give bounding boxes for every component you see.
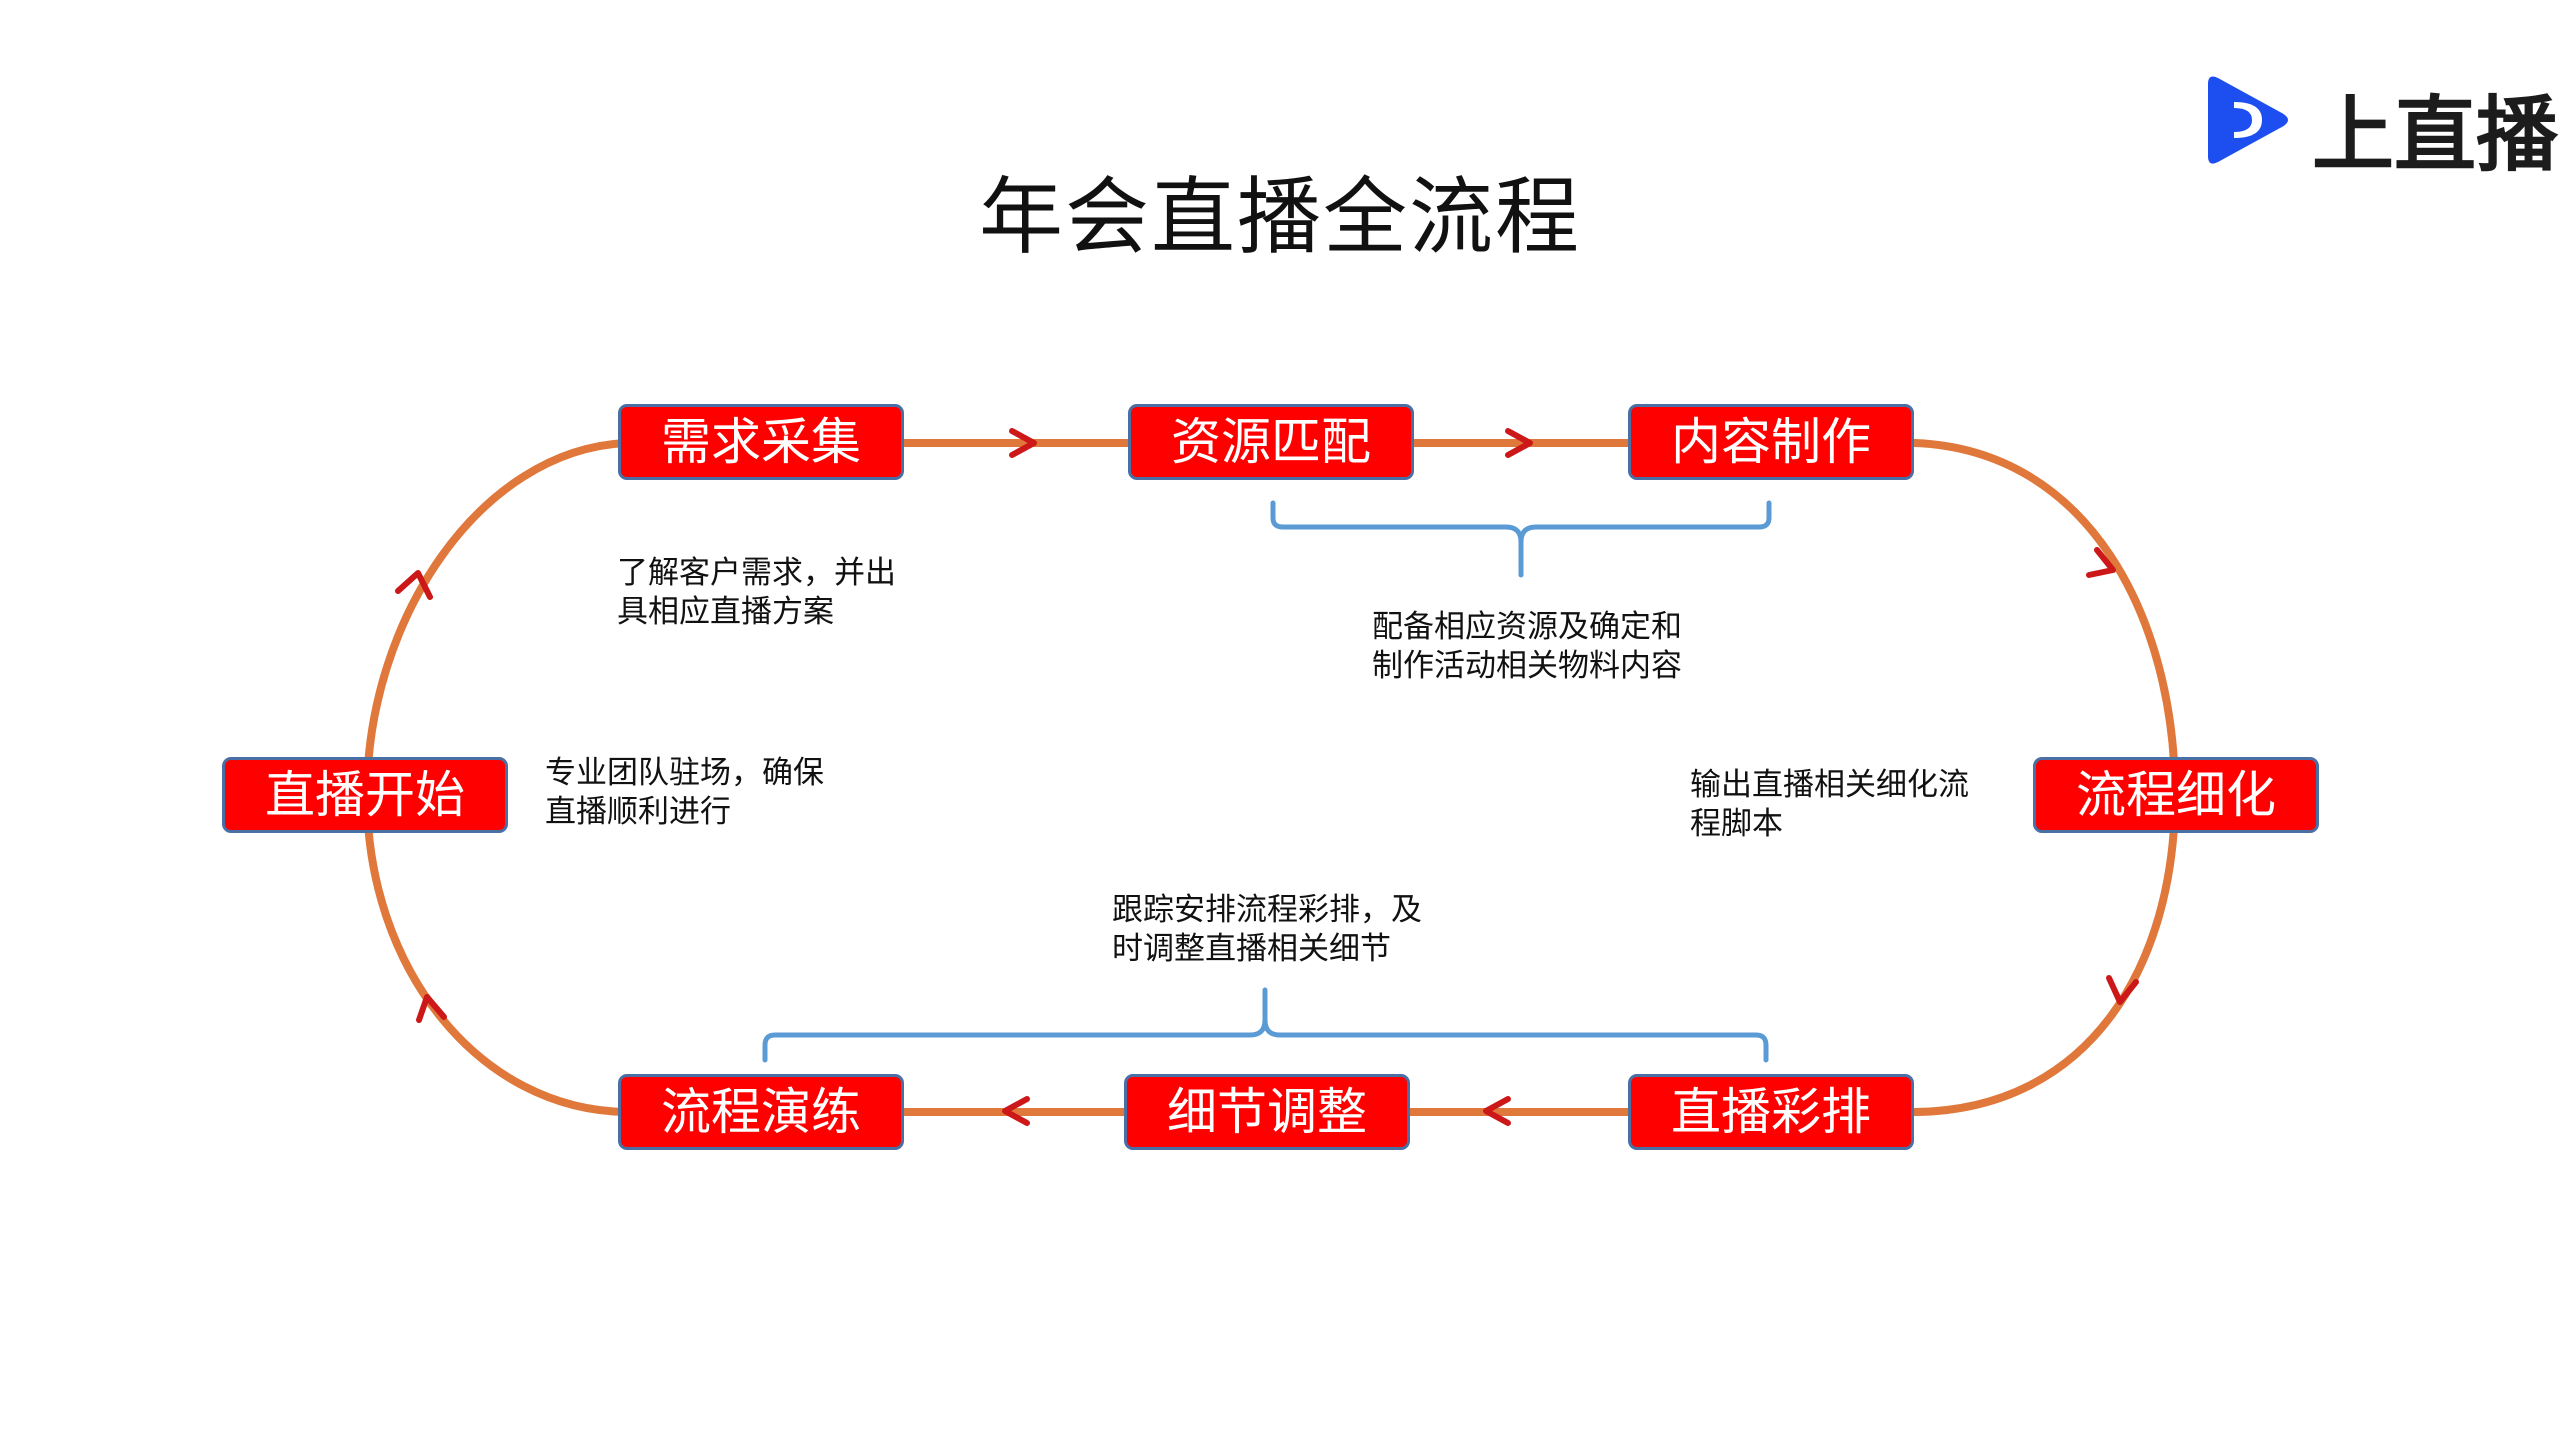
note-line: 程脚本 bbox=[1690, 806, 1783, 842]
note-requirements: 了解客户需求，并出 具相应直播方案 bbox=[617, 554, 896, 632]
note-rehearsal-adjustment: 跟踪安排流程彩排，及 时调整直播相关细节 bbox=[1112, 891, 1422, 969]
arrow-chevron-2 bbox=[1505, 428, 1533, 458]
step-detail-adjustment: 细节调整 bbox=[1124, 1074, 1410, 1150]
note-line: 制作活动相关物料内容 bbox=[1372, 648, 1682, 684]
note-process-refinement: 输出直播相关细化流 程脚本 bbox=[1690, 766, 1969, 844]
note-line: 配备相应资源及确定和 bbox=[1372, 609, 1682, 645]
note-line: 具相应直播方案 bbox=[617, 594, 834, 630]
step-requirements: 需求采集 bbox=[618, 404, 904, 480]
step-content-production: 内容制作 bbox=[1628, 404, 1914, 480]
bracket-top bbox=[1270, 500, 1772, 578]
arrow-chevron-8 bbox=[395, 570, 433, 600]
brand-name: 上直播 bbox=[2312, 88, 2559, 183]
step-live-start: 直播开始 bbox=[222, 757, 508, 833]
page-title: 年会直播全流程 bbox=[978, 168, 1581, 266]
step-process-drill: 流程演练 bbox=[618, 1074, 904, 1150]
arrow-chevron-4 bbox=[2106, 975, 2139, 1005]
note-line: 直播顺利进行 bbox=[545, 794, 731, 830]
arrow-chevron-1 bbox=[1009, 428, 1037, 458]
note-line: 时调整直播相关细节 bbox=[1112, 931, 1391, 967]
note-line: 专业团队驻场，确保 bbox=[545, 755, 824, 791]
note-live-start: 专业团队驻场，确保 直播顺利进行 bbox=[545, 754, 824, 832]
note-line: 跟踪安排流程彩排，及 bbox=[1112, 892, 1422, 928]
loop-track bbox=[362, 439, 2180, 1116]
arrow-chevron-5 bbox=[1483, 1096, 1511, 1126]
play-arrow-icon bbox=[2208, 76, 2288, 164]
step-process-refinement: 流程细化 bbox=[2033, 757, 2319, 833]
step-rehearsal: 直播彩排 bbox=[1628, 1074, 1914, 1150]
note-line: 了解客户需求，并出 bbox=[617, 555, 896, 591]
bracket-bottom bbox=[762, 987, 1769, 1063]
arrow-chevron-3 bbox=[2086, 547, 2116, 578]
note-line: 输出直播相关细化流 bbox=[1690, 767, 1969, 803]
note-resource-content: 配备相应资源及确定和 制作活动相关物料内容 bbox=[1372, 608, 1682, 686]
step-resource-matching: 资源匹配 bbox=[1128, 404, 1414, 480]
arrow-chevron-6 bbox=[1002, 1096, 1030, 1126]
brand-logo: 上直播 bbox=[2200, 60, 2558, 183]
arrow-chevron-7 bbox=[416, 994, 447, 1023]
